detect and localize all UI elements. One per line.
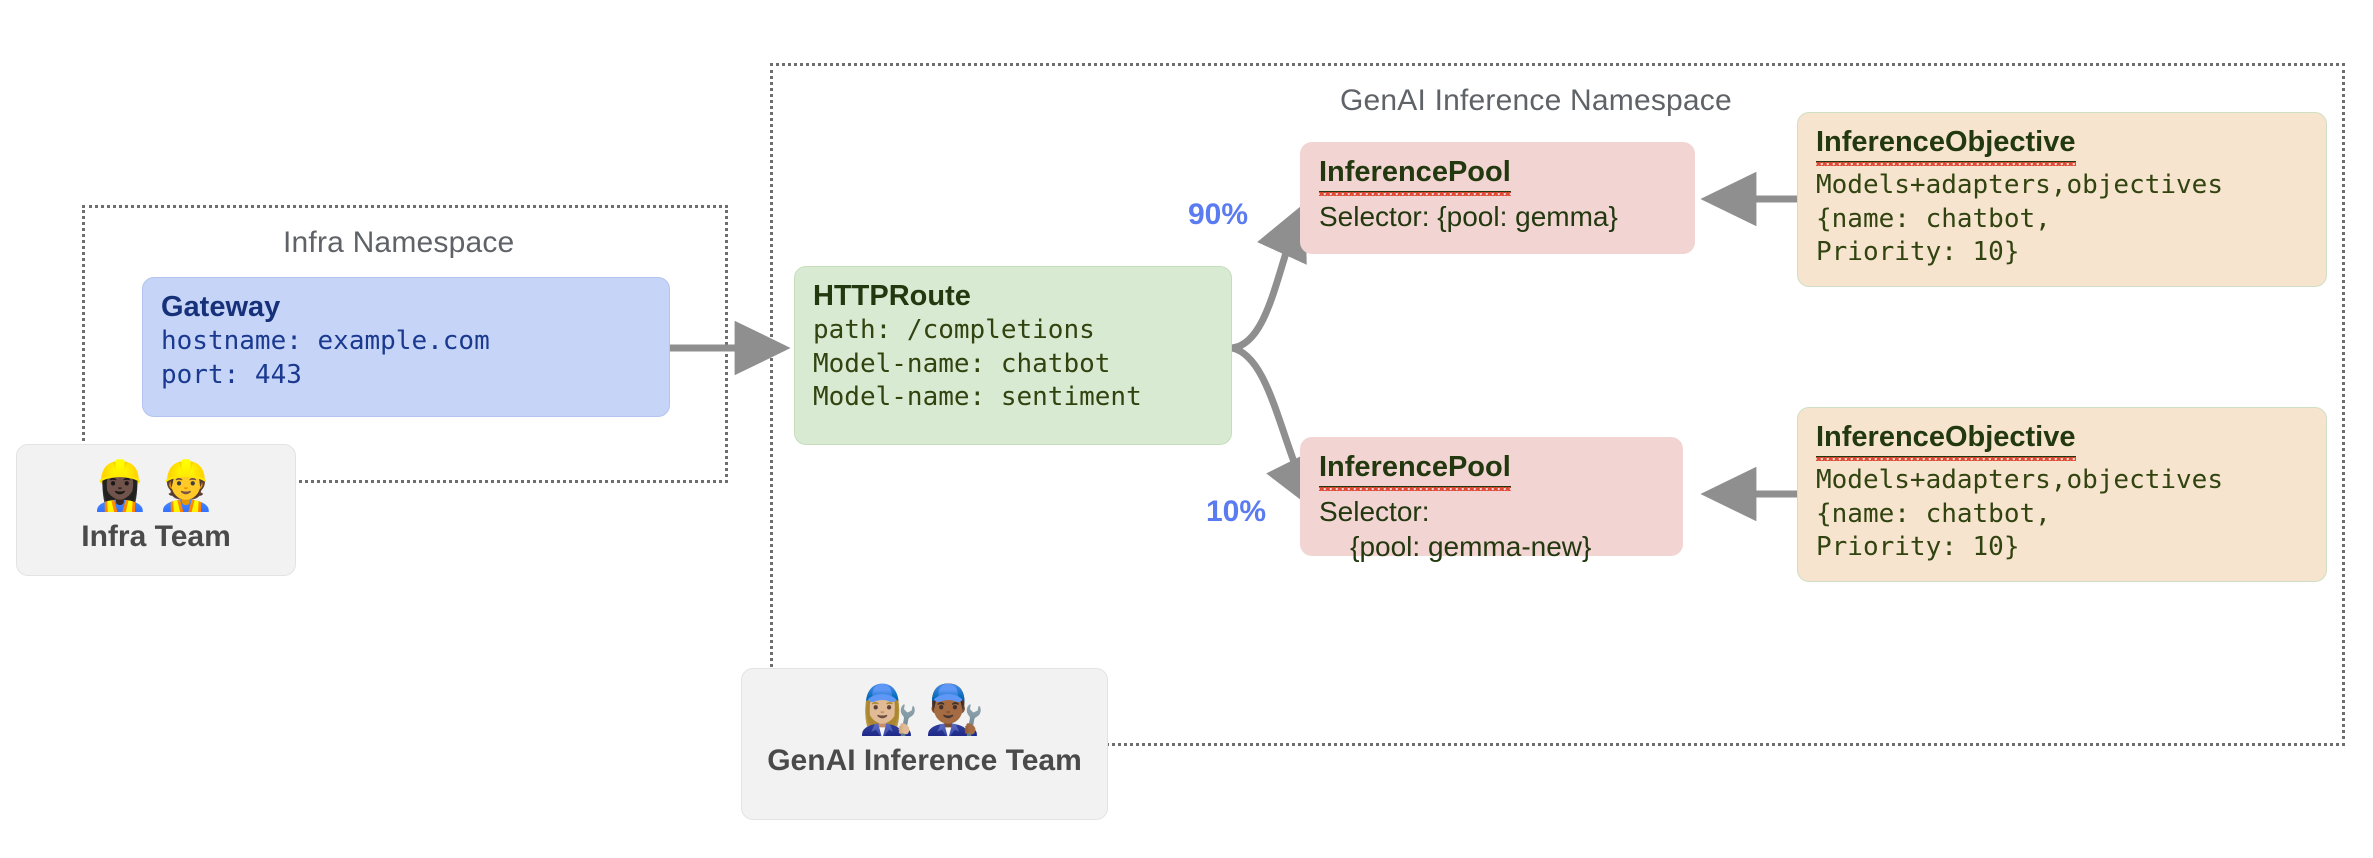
genai-team-avatars: 👩🏼‍🔧👨🏾‍🔧 (858, 682, 991, 738)
inferencepool-gemma-title-text: InferencePool (1319, 155, 1511, 197)
inferenceobjective-bottom-title-text: InferenceObjective (1816, 420, 2076, 462)
genai-team-card[interactable]: 👩🏼‍🔧👨🏾‍🔧 GenAI Inference Team (741, 668, 1108, 820)
httproute-path: path: /completions (813, 315, 1095, 346)
inferenceobjective-bottom-priority: Priority: 10} (1816, 531, 2020, 562)
httproute-model-name-sentiment: Model-name: sentiment (813, 381, 1142, 412)
inferencepool-gemma-new-selector-value: {pool: gemma-new} (1319, 531, 1592, 563)
inferencepool-gemma-new-selector-label: Selector: (1319, 496, 1430, 528)
infra-team-card[interactable]: 👷🏿‍♀️👷 Infra Team (16, 444, 296, 576)
httproute-card[interactable]: HTTPRoute path: /completions Model-name:… (794, 266, 1232, 445)
genai-namespace-label: GenAI Inference Namespace (1340, 84, 1732, 117)
gateway-port: port: 443 (161, 359, 302, 390)
inferencepool-gemma-title: InferencePool (1319, 155, 1676, 197)
infra-team-label: Infra Team (81, 519, 231, 553)
weight-label-90: 90% (1188, 198, 1249, 231)
inferencepool-gemma-selector: Selector: {pool: gemma} (1319, 201, 1618, 233)
inferenceobjective-top-name: {name: chatbot, (1816, 203, 2051, 234)
inferenceobjective-top-priority: Priority: 10} (1816, 236, 2020, 267)
inferenceobjective-top-title: InferenceObjective (1816, 125, 2308, 167)
inferenceobjective-top-card[interactable]: InferenceObjective Models+adapters,objec… (1797, 112, 2327, 287)
inferencepool-gemma-new-card[interactable]: InferencePool Selector: {pool: gemma-new… (1300, 437, 1683, 562)
gateway-hostname: hostname: example.com (161, 326, 490, 357)
inferenceobjective-top-models: Models+adapters,objectives (1816, 170, 2223, 201)
inferenceobjective-top-title-text: InferenceObjective (1816, 125, 2076, 167)
infra-namespace-label: Infra Namespace (283, 226, 515, 259)
infra-team-avatars: 👷🏿‍♀️👷 (90, 458, 222, 514)
inferenceobjective-bottom-title: InferenceObjective (1816, 420, 2308, 462)
weight-label-10: 10% (1206, 495, 1267, 528)
inferencepool-gemma-card[interactable]: InferencePool Selector: {pool: gemma} (1300, 142, 1695, 254)
gateway-title: Gateway (161, 291, 281, 323)
inferenceobjective-bottom-card[interactable]: InferenceObjective Models+adapters,objec… (1797, 407, 2327, 582)
inferenceobjective-bottom-models: Models+adapters,objectives (1816, 465, 2223, 496)
gateway-card[interactable]: Gateway hostname: example.com port: 443 (142, 277, 670, 417)
infra-namespace-region (82, 205, 728, 483)
genai-team-label: GenAI Inference Team (767, 743, 1082, 777)
inferencepool-gemma-new-title: InferencePool (1319, 450, 1664, 492)
genai-namespace-region (770, 63, 2345, 746)
inferenceobjective-bottom-name: {name: chatbot, (1816, 498, 2051, 529)
httproute-model-name-chatbot: Model-name: chatbot (813, 348, 1111, 379)
inferencepool-gemma-new-title-text: InferencePool (1319, 450, 1511, 492)
httproute-title: HTTPRoute (813, 280, 971, 312)
